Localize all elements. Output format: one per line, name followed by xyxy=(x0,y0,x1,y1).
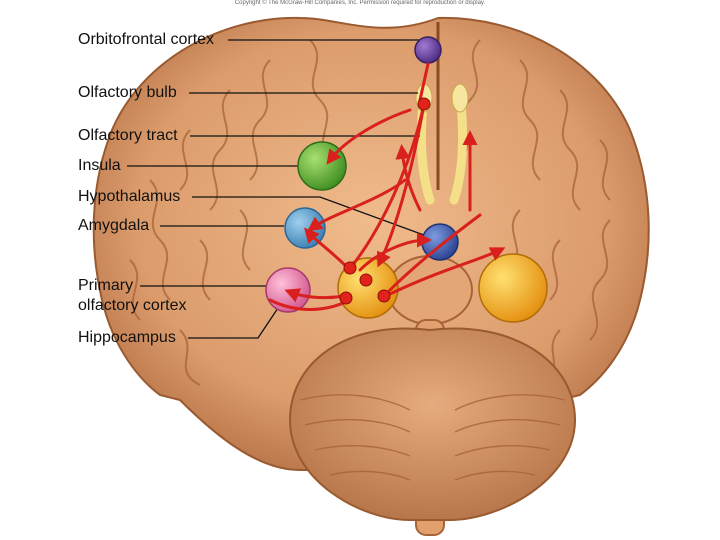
neuron-cell-bodies xyxy=(339,97,431,305)
cerebellum xyxy=(288,327,577,521)
cortical-folds xyxy=(129,39,611,386)
label-orbitofrontal-cortex: Orbitofrontal cortex xyxy=(78,31,215,48)
hippocampus-node-right xyxy=(478,253,548,323)
label-primary-olfactory-cortex-line1: Primary xyxy=(78,277,134,294)
label-primary-olfactory-cortex-line2: olfactory cortex xyxy=(78,297,187,314)
label-amygdala: Amygdala xyxy=(78,217,150,234)
label-olfactory-tract: Olfactory tract xyxy=(78,127,178,144)
leader-lines xyxy=(127,39,433,339)
orbitofrontal-cortex-node xyxy=(414,36,442,64)
label-hypothalamus: Hypothalamus xyxy=(78,188,181,205)
label-hippocampus: Hippocampus xyxy=(78,329,176,346)
label-insula: Insula xyxy=(78,157,121,174)
label-olfactory-bulb: Olfactory bulb xyxy=(78,84,177,101)
copyright-notice: Copyright © The McGraw-Hill Companies, I… xyxy=(234,0,486,6)
